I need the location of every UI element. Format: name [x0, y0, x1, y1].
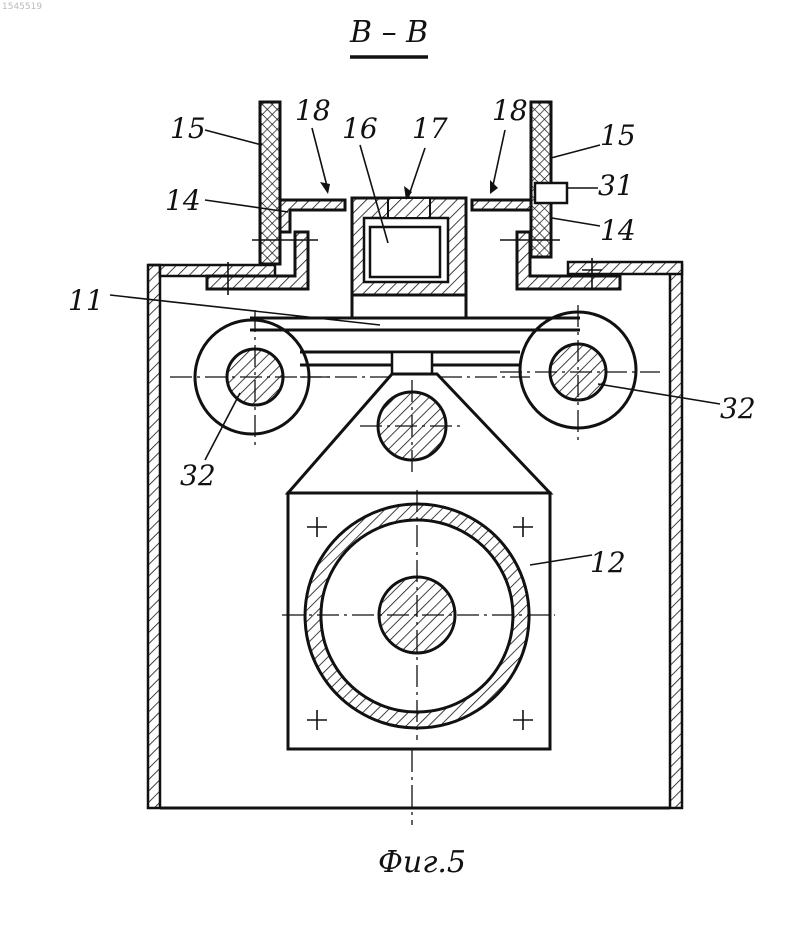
support-bracket: [288, 374, 550, 493]
archive-stamp: 1545519: [2, 2, 42, 12]
housing-top-left: [148, 265, 275, 276]
label-15-right: 15: [600, 119, 636, 152]
section-title: B – B: [349, 15, 428, 50]
label-14-left: 14: [165, 184, 201, 217]
label-18-left: 18: [295, 94, 331, 127]
housing-top-right: [568, 262, 682, 274]
label-32-right: 32: [720, 392, 756, 425]
center-block: [352, 198, 466, 318]
label-11: 11: [68, 284, 104, 317]
figure-caption: Фиг.5: [378, 845, 466, 880]
part-16: [370, 227, 440, 277]
housing-left-wall: [148, 265, 160, 808]
label-12: 12: [590, 546, 626, 579]
roller-32-right: [500, 305, 660, 440]
label-31: 31: [598, 169, 634, 202]
label-17: 17: [412, 112, 448, 145]
pin-31: [535, 183, 567, 203]
label-16: 16: [342, 112, 378, 145]
label-18-right: 18: [492, 94, 528, 127]
label-15-left: 15: [170, 112, 206, 145]
motor-12: [282, 490, 555, 749]
label-14-right: 14: [600, 214, 636, 247]
plate-15-right: [531, 102, 551, 257]
label-32-left: 32: [180, 459, 216, 492]
housing-right-wall: [670, 265, 682, 808]
part-17: [388, 198, 430, 218]
